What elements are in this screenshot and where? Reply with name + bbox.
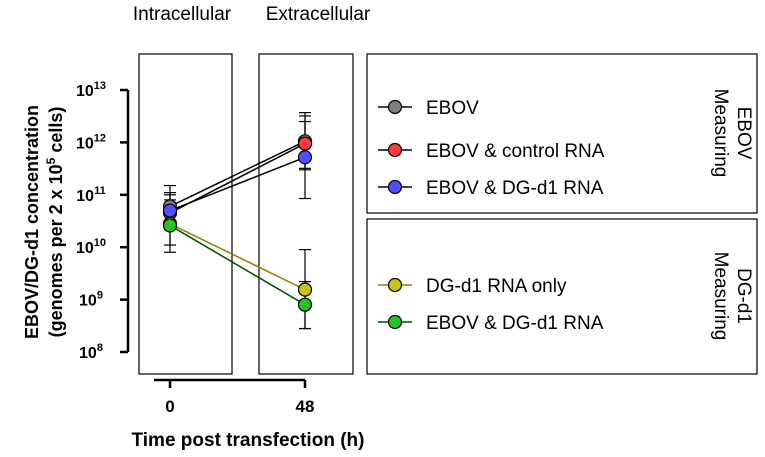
panel-label-intracellular: Intracellular — [133, 4, 232, 25]
legend-marker-3 — [387, 277, 403, 293]
y-tick-label: 1012 — [76, 132, 106, 152]
y-tick-label: 1010 — [76, 237, 106, 257]
series-line-2 — [169, 156, 306, 212]
y-axis-label-line2: (genomes per 2 x 105 cells) — [44, 107, 66, 338]
legend-label-0: EBOV — [426, 98, 479, 119]
data-point-2-0 — [162, 203, 178, 218]
data-point-4-1 — [297, 297, 313, 312]
y-axis-label-line1: EBOV/DG-d1 concentration — [22, 105, 42, 339]
svg-text:Measuring: Measuring — [710, 252, 731, 341]
data-point-2-1 — [297, 150, 313, 165]
group-label-ebov: Measuring EBOV — [710, 89, 754, 178]
svg-text:DG-d1: DG-d1 — [733, 268, 754, 324]
legend-box-dgd1 — [366, 218, 758, 375]
y-ticks: 108 109 1010 1011 1012 1013 — [76, 80, 128, 362]
svg-text:Measuring: Measuring — [710, 89, 731, 178]
legend: EBOV EBOV & control RNA EBOV & DG-d1 RNA DG… — [378, 98, 605, 334]
y-tick-label: 1011 — [76, 185, 105, 205]
legend-label-3: DG-d1 RNA only — [426, 276, 567, 297]
legend-label-4: EBOV & DG-d1 RNA — [426, 313, 604, 334]
legend-label-1: EBOV & control RNA — [426, 141, 605, 162]
legend-marker-4 — [387, 314, 403, 330]
x-tick-label-0: 0 — [165, 397, 174, 416]
series-line-3 — [169, 223, 306, 291]
svg-text:EBOV: EBOV — [733, 107, 754, 160]
series-layer — [162, 112, 313, 330]
y-tick-label: 108 — [79, 342, 103, 362]
panel-box-intracellular — [138, 53, 233, 375]
legend-label-2: EBOV & DG-d1 RNA — [426, 178, 604, 199]
legend-marker-0 — [387, 99, 403, 115]
legend-marker-1 — [387, 142, 403, 158]
x-axis-label: Time post transfection (h) — [132, 430, 365, 451]
y-axis-label: EBOV/DG-d1 concentration (genomes per 2 … — [22, 105, 66, 339]
x-tick-label-48: 48 — [296, 397, 315, 416]
panel-box-extracellular — [258, 53, 354, 375]
data-point-1-1 — [297, 136, 313, 151]
y-tick-label: 109 — [79, 290, 103, 310]
series-line-4 — [169, 224, 306, 306]
series-line-0 — [169, 140, 306, 208]
group-label-dgd1: Measuring DG-d1 — [710, 252, 754, 341]
legend-box-ebov — [366, 53, 758, 214]
data-point-3-1 — [297, 282, 313, 297]
y-tick-label: 1013 — [76, 80, 106, 100]
data-point-4-0 — [162, 218, 178, 233]
panel-label-extracellular: Extracellular — [266, 4, 371, 25]
legend-marker-2 — [387, 179, 403, 195]
